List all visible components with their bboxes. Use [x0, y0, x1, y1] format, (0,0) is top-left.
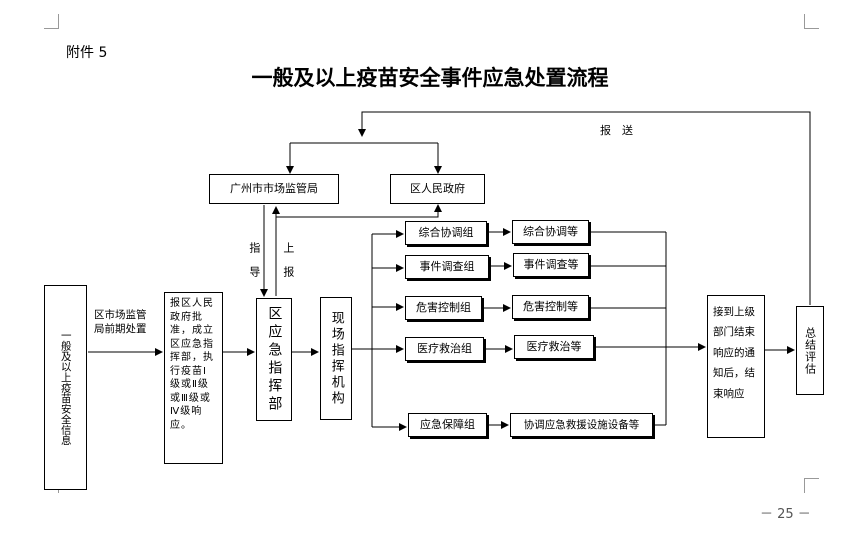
task-box-medical: 医疗救治等	[514, 335, 594, 359]
page-number: － 25 －	[760, 507, 811, 522]
group-box-hazard-control: 危害控制组	[405, 296, 482, 320]
early-handling-text: 区市场监管局前期处置	[94, 309, 147, 336]
safety-info-box: 一般及以上疫苗安全信息	[44, 285, 87, 490]
approval-box: 报区人民政府批准，成立区应急指挥部，执行疫苗Ⅰ级或Ⅱ级或Ⅲ级或Ⅳ级响应。	[164, 292, 223, 464]
site-command-box: 现场指挥机构	[320, 297, 352, 420]
report-up-label: 上 报	[281, 242, 295, 278]
end-response-notice-box: 接到上级部门结束响应的通知后，结束响应	[707, 295, 765, 438]
report-send-label: 报 送	[600, 124, 633, 137]
guide-label: 指 导	[247, 242, 261, 278]
summary-evaluation-box: 总结评估	[796, 306, 824, 395]
district-command-box: 区应急指挥部	[256, 298, 292, 421]
district-government-box: 区人民政府	[390, 174, 485, 204]
crop-mark-top-left	[44, 14, 59, 29]
page-title: 一般及以上疫苗安全事件应急处置流程	[251, 65, 609, 90]
task-box-hazard-control: 危害控制等	[512, 295, 589, 319]
gz-market-bureau-box: 广州市市场监管局	[209, 174, 339, 204]
group-box-support: 应急保障组	[408, 413, 487, 437]
crop-mark-bottom-right	[804, 478, 819, 493]
task-box-support: 协调应急救援设施设备等	[510, 413, 653, 437]
task-box-coordination: 综合协调等	[512, 220, 589, 244]
task-box-investigation: 事件调查等	[513, 253, 589, 277]
group-box-coordination: 综合协调组	[405, 221, 487, 245]
group-box-investigation: 事件调查组	[405, 255, 489, 279]
group-box-medical: 医疗救治组	[405, 337, 484, 361]
crop-mark-top-right	[804, 14, 819, 29]
attachment-label: 附件 5	[66, 45, 108, 61]
